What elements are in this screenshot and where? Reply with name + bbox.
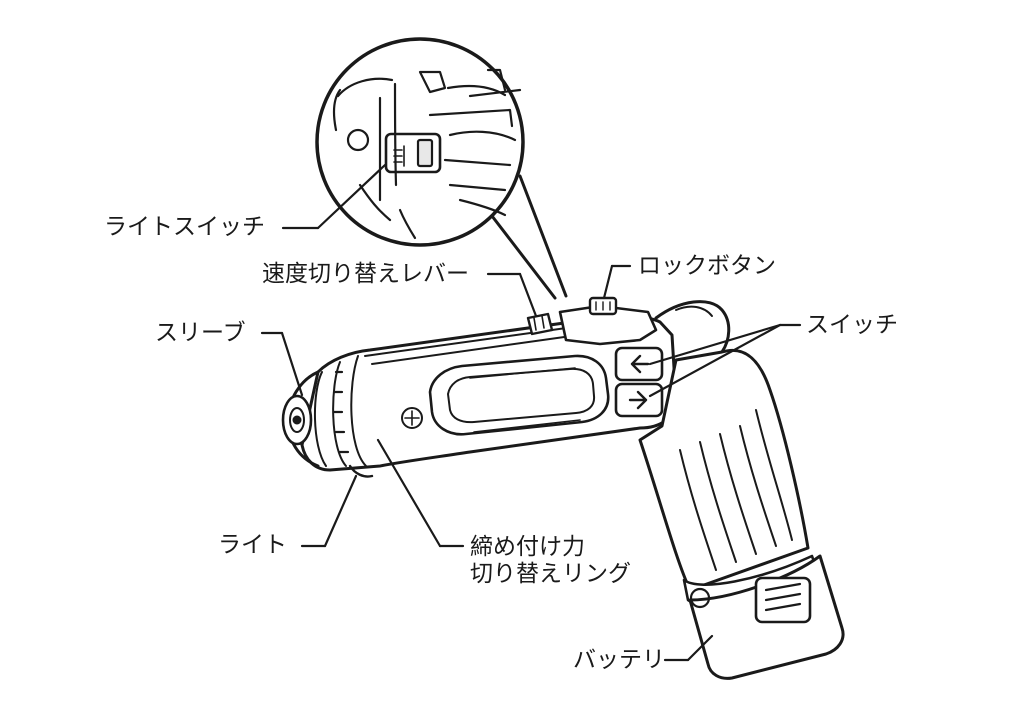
- label-lock-button: ロックボタン: [638, 253, 776, 279]
- label-torque-ring-line1: 締め付け力: [470, 534, 585, 560]
- label-light: ライト: [218, 532, 287, 558]
- detail-magnifier: [315, 37, 568, 300]
- driver-body: [281, 296, 731, 478]
- label-speed-lever: 速度切り替えレバー: [262, 261, 469, 287]
- label-light-switch: ライトスイッチ: [104, 214, 265, 240]
- leader-lines: [260, 163, 802, 662]
- driver-handle: [638, 348, 820, 608]
- label-switch: スイッチ: [806, 312, 898, 338]
- label-sleeve: スリーブ: [155, 320, 246, 346]
- label-torque-ring-line2: 切り替えリング: [470, 561, 631, 587]
- battery-pack: [688, 554, 845, 680]
- label-battery: バッテリ: [573, 647, 665, 673]
